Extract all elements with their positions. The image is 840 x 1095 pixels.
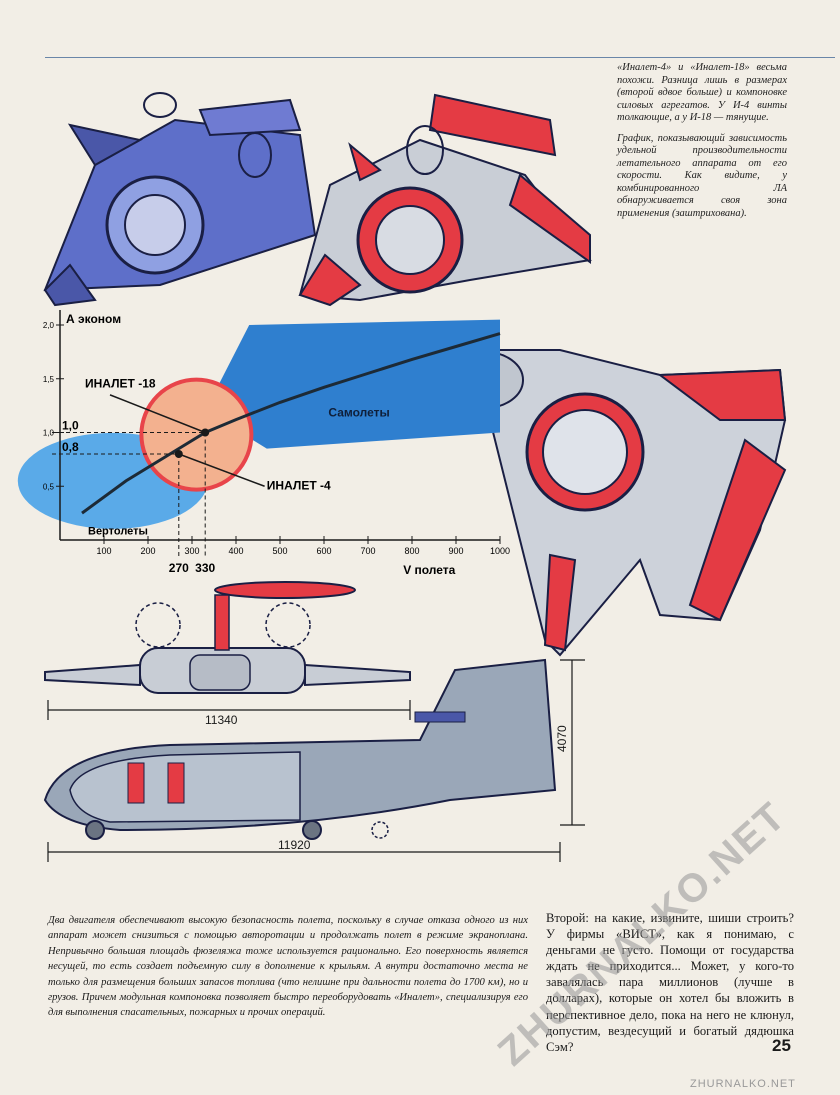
combined-region bbox=[139, 377, 254, 492]
header-rule bbox=[45, 57, 835, 58]
x-tick-label: 1000 bbox=[490, 546, 510, 556]
caption-paragraph-1: «Иналет-4» и «Иналет-18» весьма похожи. … bbox=[617, 62, 787, 123]
x-tick-label: 200 bbox=[140, 546, 155, 556]
y-tick-label: 1,5 bbox=[43, 375, 55, 384]
chart-axes: 100 200 300 400 500 600 700 800 900 1000 2,0 1,5 1,0… bbox=[43, 310, 510, 556]
inalet-4-illustration bbox=[43, 92, 317, 307]
length-dimension: 11920 bbox=[278, 838, 311, 852]
y-tick-label: 1,0 bbox=[43, 429, 55, 438]
y-marker-label: 0,8 bbox=[62, 440, 79, 454]
x-tick-label: 900 bbox=[448, 546, 463, 556]
y-tick-label: 2,0 bbox=[43, 321, 55, 330]
planes-label: Самолеты bbox=[328, 405, 389, 419]
x-tick-label: 400 bbox=[228, 546, 243, 556]
span-dimension: 11340 bbox=[205, 713, 238, 727]
body-text-right: Второй: на какие, извините, шиши строить… bbox=[546, 911, 794, 1054]
inalet-4-pointer bbox=[178, 453, 265, 487]
x-axis-label: V полета bbox=[403, 563, 455, 577]
helicopters-label: Вертолеты bbox=[88, 526, 148, 538]
front-view-illustration bbox=[44, 581, 411, 694]
series-line bbox=[81, 332, 501, 515]
x-tick-label: 100 bbox=[96, 546, 111, 556]
y-axis-label: А эконом bbox=[66, 312, 121, 326]
x-tick-label: 500 bbox=[272, 546, 287, 556]
chart-regions bbox=[17, 319, 500, 529]
x-tick-label: 600 bbox=[316, 546, 331, 556]
dimension-lines bbox=[47, 659, 585, 862]
x-tick-label: 300 bbox=[184, 546, 199, 556]
y-tick-label: 0,5 bbox=[43, 482, 55, 491]
caption-paragraph-2: График, показывающий зависимость удельно… bbox=[617, 132, 787, 219]
y-marker-label: 1,0 bbox=[62, 419, 79, 433]
chart-curve bbox=[52, 332, 501, 558]
body-text-left: Два двигателя обеспечивают высокую безоп… bbox=[48, 915, 528, 1019]
planes-region bbox=[205, 319, 500, 449]
chart-labels: 1,0 0,8 270 330 А эконом V полета СамолетыВерт… bbox=[62, 312, 456, 577]
x-tick-label: 700 bbox=[360, 546, 375, 556]
figure-caption: «Иналет-4» и «Иналет-18» весьма похожи. … bbox=[617, 62, 787, 228]
inalet-18-illustration bbox=[298, 93, 592, 307]
side-view-illustration bbox=[43, 658, 557, 840]
x-tick-label: 800 bbox=[404, 546, 419, 556]
x-marker-label: 270 bbox=[169, 561, 189, 575]
watermark-small: ZHURNALKO.NET bbox=[690, 1078, 796, 1090]
x-marker-label: 330 bbox=[195, 561, 215, 575]
inalet-18-label: ИНАЛЕТ -18 bbox=[85, 376, 156, 390]
inalet-4-label: ИНАЛЕТ -4 bbox=[267, 478, 331, 492]
inalet-18-pointer bbox=[109, 394, 206, 434]
page-number: 25 bbox=[772, 1036, 791, 1055]
